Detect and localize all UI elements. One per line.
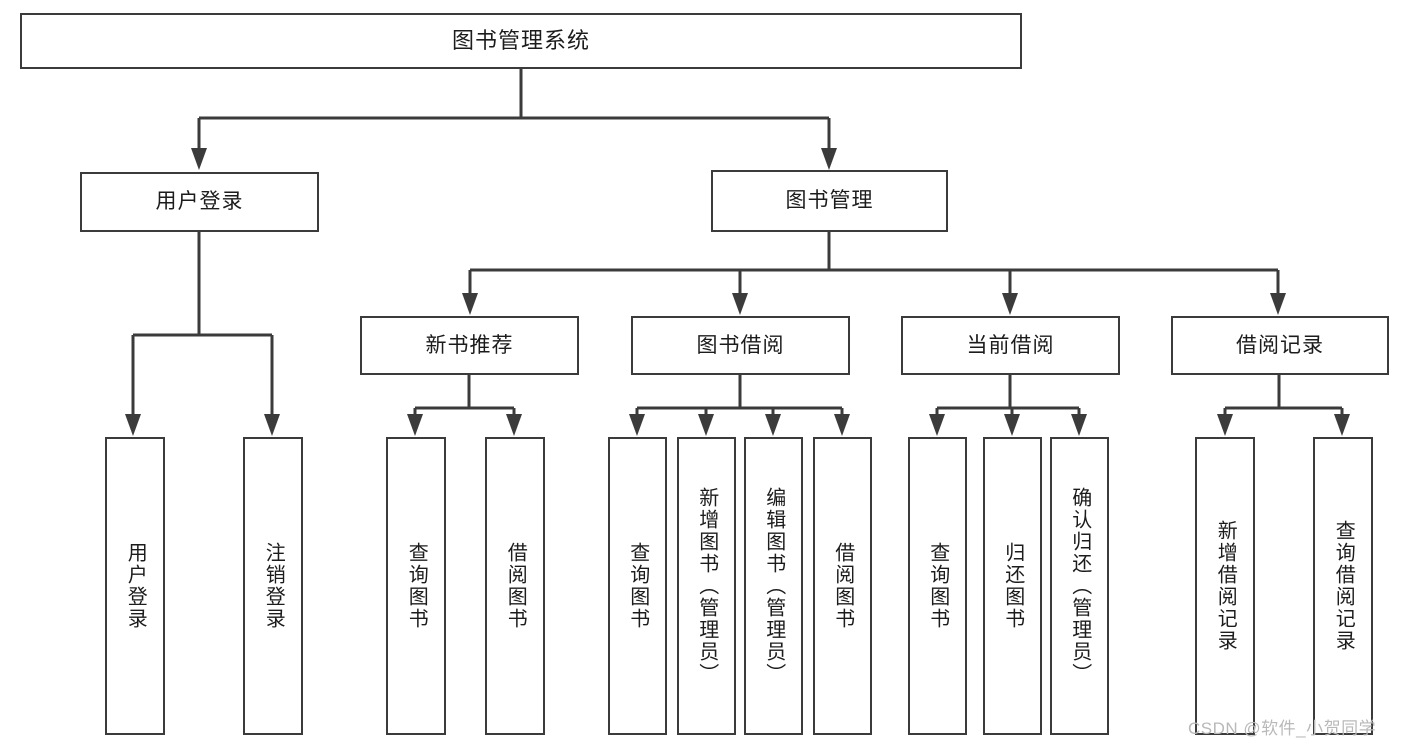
node-label-current: 当前借阅	[966, 333, 1055, 357]
c-bookmgmt-arrowhead-1	[732, 293, 748, 315]
c-current-arrowhead-2	[1071, 414, 1087, 436]
c-bookmgmt-arrowhead-2	[1002, 293, 1018, 315]
c-records-arrowhead-1	[1334, 414, 1350, 436]
node-label-user-login: 用户登录	[124, 542, 147, 630]
node-label-cu-confirm: 确认归还（管理员）	[1068, 487, 1091, 685]
c-newbook-arrowhead-0	[407, 414, 423, 436]
node-rc-add[interactable]: 新增借阅记录	[1195, 437, 1255, 735]
node-label-cu-return: 归还图书	[1001, 542, 1024, 630]
c-root-arrowhead-1	[821, 148, 837, 170]
c-borrow-arrowhead-3	[834, 414, 850, 436]
c-login-arrowhead-0	[125, 414, 141, 436]
c-bookmgmt-arrowhead-3	[1270, 293, 1286, 315]
node-cu-confirm[interactable]: 确认归还（管理员）	[1050, 437, 1109, 735]
node-label-nb-query: 查询图书	[405, 542, 428, 630]
node-label-bw-add: 新增图书（管理员）	[695, 487, 718, 685]
node-label-nb-borrow: 借阅图书	[504, 542, 527, 630]
node-current[interactable]: 当前借阅	[901, 316, 1120, 375]
node-label-user-logout: 注销登录	[262, 542, 285, 630]
node-label-records: 借阅记录	[1236, 333, 1324, 357]
c-records-arrowhead-0	[1217, 414, 1233, 436]
c-borrow-arrowhead-2	[765, 414, 781, 436]
node-borrow[interactable]: 图书借阅	[631, 316, 850, 375]
node-login[interactable]: 用户登录	[80, 172, 319, 232]
c-bookmgmt-arrowhead-0	[462, 293, 478, 315]
c-current-arrowhead-0	[929, 414, 945, 436]
c-newbook-arrowhead-1	[506, 414, 522, 436]
c-login-arrowhead-1	[264, 414, 280, 436]
node-nb-borrow[interactable]: 借阅图书	[485, 437, 545, 735]
c-borrow-arrowhead-1	[698, 414, 714, 436]
node-label-cu-query: 查询图书	[926, 542, 949, 630]
node-user-login[interactable]: 用户登录	[105, 437, 165, 735]
node-user-logout[interactable]: 注销登录	[243, 437, 303, 735]
c-current-arrowhead-1	[1004, 414, 1020, 436]
c-root-arrowhead-0	[191, 148, 207, 170]
node-bw-edit[interactable]: 编辑图书（管理员）	[744, 437, 803, 735]
node-bookmgmt[interactable]: 图书管理	[711, 170, 948, 232]
node-records[interactable]: 借阅记录	[1171, 316, 1389, 375]
node-root[interactable]: 图书管理系统	[20, 13, 1022, 69]
node-label-rc-add: 新增借阅记录	[1214, 520, 1237, 652]
node-bw-add[interactable]: 新增图书（管理员）	[677, 437, 736, 735]
node-cu-query[interactable]: 查询图书	[908, 437, 967, 735]
node-label-newbook: 新书推荐	[425, 333, 514, 357]
node-label-bw-edit: 编辑图书（管理员）	[762, 487, 785, 685]
node-nb-query[interactable]: 查询图书	[386, 437, 446, 735]
node-rc-query[interactable]: 查询借阅记录	[1313, 437, 1373, 735]
node-label-root: 图书管理系统	[451, 27, 590, 53]
node-label-bookmgmt: 图书管理	[785, 189, 874, 213]
node-label-login: 用户登录	[155, 190, 244, 214]
node-label-rc-query: 查询借阅记录	[1332, 520, 1355, 652]
node-bw-borrow[interactable]: 借阅图书	[813, 437, 872, 735]
node-label-bw-borrow: 借阅图书	[831, 542, 854, 630]
node-newbook[interactable]: 新书推荐	[360, 316, 579, 375]
node-bw-query[interactable]: 查询图书	[608, 437, 667, 735]
c-borrow-arrowhead-0	[629, 414, 645, 436]
node-label-bw-query: 查询图书	[626, 542, 649, 630]
node-label-borrow: 图书借阅	[696, 333, 785, 357]
node-cu-return[interactable]: 归还图书	[983, 437, 1042, 735]
